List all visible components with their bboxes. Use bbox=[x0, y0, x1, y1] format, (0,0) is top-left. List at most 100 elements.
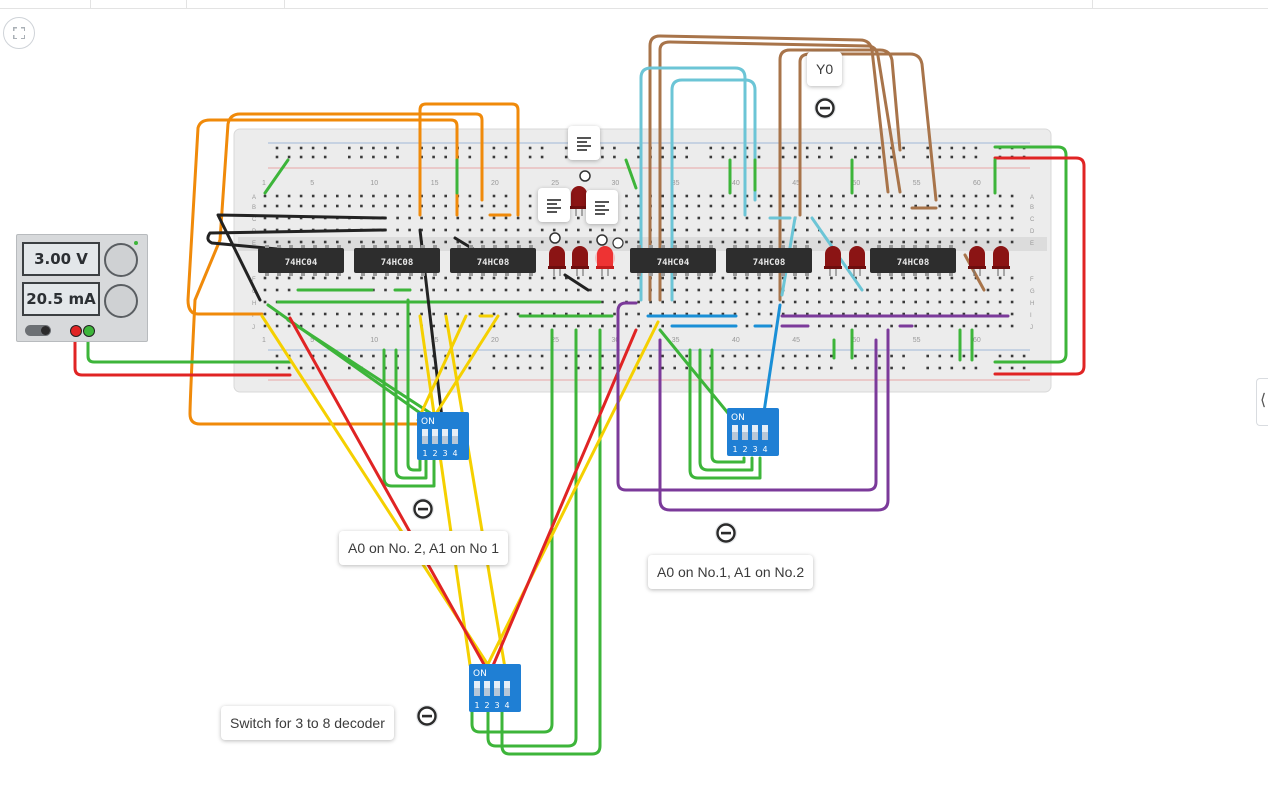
negative-terminal[interactable] bbox=[83, 325, 95, 337]
wire-yellow[interactable] bbox=[444, 314, 507, 670]
note-switch-decoder[interactable]: Switch for 3 to 8 decoder bbox=[221, 706, 394, 740]
wire-green[interactable] bbox=[688, 348, 762, 480]
wire-yellow[interactable] bbox=[484, 320, 660, 670]
note-a0-no1[interactable]: A0 on No.1, A1 on No.2 bbox=[648, 555, 814, 589]
chip-label: 74HC08 bbox=[381, 258, 414, 268]
wire-green-power[interactable] bbox=[993, 145, 1068, 364]
power-supply[interactable]: 3.00 V 20.5 mA bbox=[16, 234, 148, 342]
wire-orange[interactable] bbox=[188, 112, 484, 426]
minus-circle-icon[interactable] bbox=[411, 497, 435, 521]
probe-marker[interactable] bbox=[579, 170, 591, 182]
minus-circle-icon[interactable] bbox=[813, 96, 837, 120]
column-label: 55 bbox=[913, 337, 921, 344]
wire-black[interactable] bbox=[206, 228, 387, 252]
wire-brown[interactable] bbox=[658, 40, 902, 302]
note-a0-no2-text: A0 on No. 2, A1 on No 1 bbox=[348, 540, 499, 556]
led[interactable] bbox=[570, 186, 588, 216]
wire-green[interactable] bbox=[486, 328, 578, 748]
minus-circle-icon[interactable] bbox=[415, 704, 439, 728]
wire-red-power[interactable] bbox=[993, 156, 1086, 376]
wire-red[interactable] bbox=[288, 316, 488, 670]
column-label: 10 bbox=[370, 337, 378, 344]
dip-position-label: 2 bbox=[742, 445, 747, 454]
voltage-knob[interactable] bbox=[104, 243, 138, 277]
wire-yellow[interactable] bbox=[416, 314, 468, 422]
column-label: 40 bbox=[732, 337, 740, 344]
chip-74hc08[interactable]: 74HC08 bbox=[726, 245, 812, 276]
chip-74hc08[interactable]: 74HC08 bbox=[450, 245, 536, 276]
text-note-bubble[interactable] bbox=[538, 188, 570, 222]
wire-orange[interactable] bbox=[418, 102, 520, 217]
led[interactable] bbox=[548, 246, 566, 276]
wire-black[interactable] bbox=[563, 273, 590, 292]
wire-green[interactable] bbox=[263, 158, 290, 195]
wires[interactable] bbox=[73, 34, 1086, 756]
row-label: E bbox=[1030, 241, 1034, 247]
chip-74hc04[interactable]: 74HC04 bbox=[630, 245, 716, 276]
probes[interactable] bbox=[549, 170, 624, 249]
probe-marker[interactable] bbox=[596, 234, 608, 246]
led[interactable] bbox=[968, 246, 986, 276]
led[interactable] bbox=[571, 246, 589, 276]
led[interactable] bbox=[992, 246, 1010, 276]
dip-position-label: 1 bbox=[422, 449, 427, 458]
wire-yellow[interactable] bbox=[418, 314, 472, 667]
wire-green[interactable] bbox=[624, 158, 638, 190]
leds[interactable] bbox=[548, 186, 1010, 276]
chip-74hc08[interactable]: 74HC08 bbox=[870, 245, 956, 276]
note-y0-text: Y0 bbox=[816, 61, 834, 77]
wire-green[interactable] bbox=[394, 348, 428, 480]
wire-brown[interactable] bbox=[778, 48, 902, 302]
power-toggle[interactable] bbox=[25, 325, 51, 336]
chip-74hc04[interactable]: 74HC04 bbox=[258, 245, 344, 276]
row-label: F bbox=[252, 277, 256, 283]
wire-red-power[interactable] bbox=[73, 328, 292, 377]
wire-green[interactable] bbox=[698, 348, 754, 472]
led[interactable] bbox=[848, 246, 866, 276]
note-y0[interactable]: Y0 bbox=[807, 52, 843, 86]
wire-green[interactable] bbox=[406, 298, 422, 472]
minus-circle-icon[interactable] bbox=[714, 521, 738, 545]
text-note-bubble[interactable] bbox=[586, 190, 618, 224]
wire-purple[interactable] bbox=[658, 328, 890, 512]
wire-brown[interactable] bbox=[798, 52, 938, 217]
wire-purple[interactable] bbox=[616, 301, 878, 492]
note-a0-no2[interactable]: A0 on No. 2, A1 on No 1 bbox=[339, 531, 508, 565]
wire-green[interactable] bbox=[500, 328, 602, 756]
column-label: 20 bbox=[491, 180, 499, 187]
row-label: I bbox=[1030, 313, 1032, 319]
wire-green[interactable] bbox=[382, 348, 436, 488]
positive-terminal[interactable] bbox=[70, 325, 82, 337]
wire-black[interactable] bbox=[216, 213, 387, 302]
ic-chips[interactable]: 74HC04 74HC08 74HC08 74HC04 74HC08 74HC08 bbox=[258, 245, 956, 276]
chip-74hc08[interactable]: 74HC08 bbox=[354, 245, 440, 276]
column-label: 20 bbox=[491, 337, 499, 344]
probe-marker[interactable] bbox=[549, 232, 561, 244]
chevron-left-icon: ⟨ bbox=[1260, 392, 1267, 409]
wire-red[interactable] bbox=[490, 328, 638, 670]
wire-green[interactable] bbox=[710, 348, 746, 464]
text-note-bubble[interactable] bbox=[568, 126, 600, 160]
column-label: 40 bbox=[732, 180, 740, 187]
fit-view-button[interactable] bbox=[3, 17, 35, 49]
wire-blue[interactable] bbox=[762, 303, 782, 414]
wire-cyan[interactable] bbox=[639, 66, 747, 302]
wire-green-power[interactable] bbox=[86, 328, 292, 364]
panel-toggle-tab[interactable]: ⟨ bbox=[1256, 378, 1268, 426]
current-knob[interactable] bbox=[104, 284, 138, 318]
led[interactable] bbox=[595, 246, 615, 276]
wire-cyan[interactable] bbox=[670, 78, 757, 302]
wire-orange[interactable] bbox=[186, 118, 459, 316]
wire-yellow[interactable] bbox=[430, 314, 500, 422]
wire-green[interactable] bbox=[286, 318, 446, 424]
column-label: 15 bbox=[431, 180, 439, 187]
led[interactable] bbox=[824, 246, 842, 276]
wire-green[interactable] bbox=[470, 328, 554, 734]
row-label: E bbox=[252, 241, 256, 247]
probe-marker[interactable] bbox=[612, 237, 624, 249]
